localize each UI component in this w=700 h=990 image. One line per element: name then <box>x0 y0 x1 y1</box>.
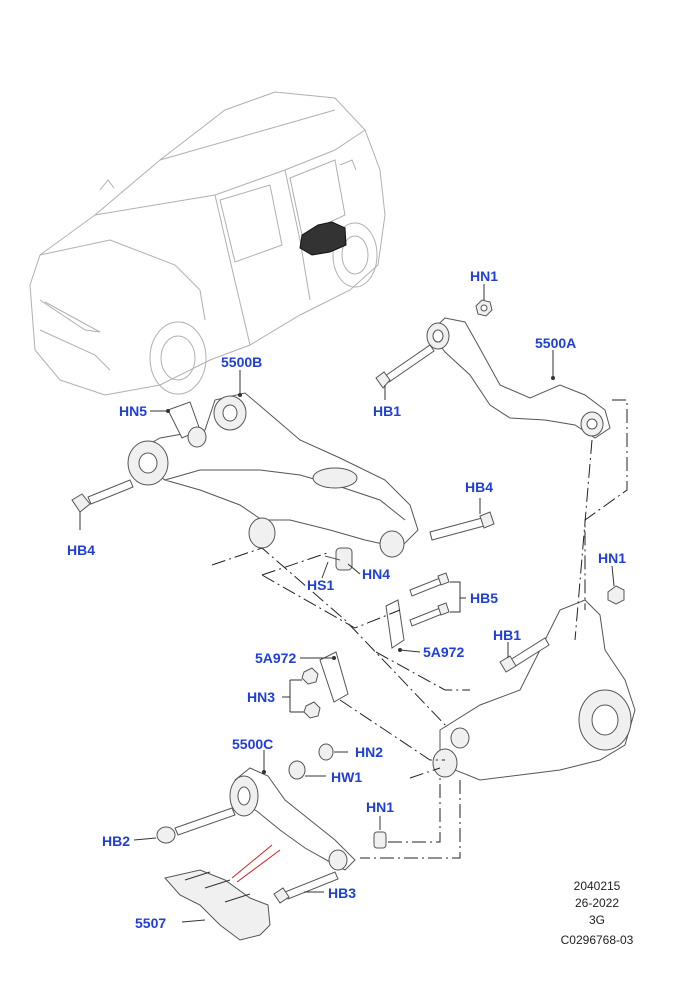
bolt-hb1-top <box>375 344 435 389</box>
bolt-hb4-left <box>71 479 134 513</box>
upper-control-arm-5500a <box>426 317 611 439</box>
callout-5a972-left: 5A972 <box>255 650 296 666</box>
shield-5507 <box>164 869 271 941</box>
nut-hn2 <box>318 743 334 761</box>
lower-control-arm-5500c <box>229 767 356 871</box>
bolt-hb3 <box>273 871 339 904</box>
bracket-5a972-right <box>385 599 405 649</box>
subframe-5500b <box>127 392 419 558</box>
nuts-hn3 <box>301 667 321 719</box>
callout-5507: 5507 <box>135 915 166 931</box>
bolt-hb1-right <box>499 637 550 673</box>
callout-hb5: HB5 <box>470 590 498 606</box>
bolt-hb4-right <box>429 511 495 541</box>
reference-block: 2040215 26-2022 3G C0296768-03 <box>561 879 634 947</box>
assembly-lines <box>211 399 628 859</box>
callout-hs1: HS1 <box>307 577 334 593</box>
nut-hn4-assembly <box>324 547 353 571</box>
reference-line-2: 26-2022 <box>575 896 619 910</box>
nut-hn1-bottom <box>373 831 387 849</box>
reference-line-3: 3G <box>589 913 605 927</box>
callout-hb2: HB2 <box>102 833 130 849</box>
callout-hn2: HN2 <box>355 744 383 760</box>
callout-5500a: 5500A <box>535 335 576 351</box>
callout-hb1-right: HB1 <box>493 627 521 643</box>
callout-hn1-top: HN1 <box>470 268 498 284</box>
bolts-hb5 <box>409 572 450 627</box>
callout-hb1-top: HB1 <box>373 403 401 419</box>
highlight-lines <box>231 844 281 883</box>
nut-hn1-top <box>475 299 493 317</box>
callout-5a972-right: 5A972 <box>423 644 464 660</box>
bolt-hb2 <box>156 807 236 844</box>
callout-hn5: HN5 <box>119 403 147 419</box>
bracket-5a972-left <box>319 651 349 703</box>
reference-line-4: C0296768-03 <box>561 933 634 947</box>
callout-hb4-right: HB4 <box>465 479 493 495</box>
leader-lines <box>79 284 615 923</box>
callout-hb3: HB3 <box>328 885 356 901</box>
callout-hn3: HN3 <box>247 689 275 705</box>
callout-5500b: 5500B <box>221 354 262 370</box>
vehicle-illustration <box>29 91 386 396</box>
washer-hw1 <box>288 760 306 780</box>
nut-hn1-right <box>607 585 625 605</box>
callout-5500c: 5500C <box>232 736 273 752</box>
callout-hn1-bottom: HN1 <box>366 799 394 815</box>
callout-hn1-right: HN1 <box>598 550 626 566</box>
callout-hb4-left: HB4 <box>67 542 95 558</box>
callout-hn4: HN4 <box>362 566 390 582</box>
callout-hw1: HW1 <box>331 769 362 785</box>
reference-line-1: 2040215 <box>574 879 621 893</box>
knuckle <box>432 599 636 781</box>
